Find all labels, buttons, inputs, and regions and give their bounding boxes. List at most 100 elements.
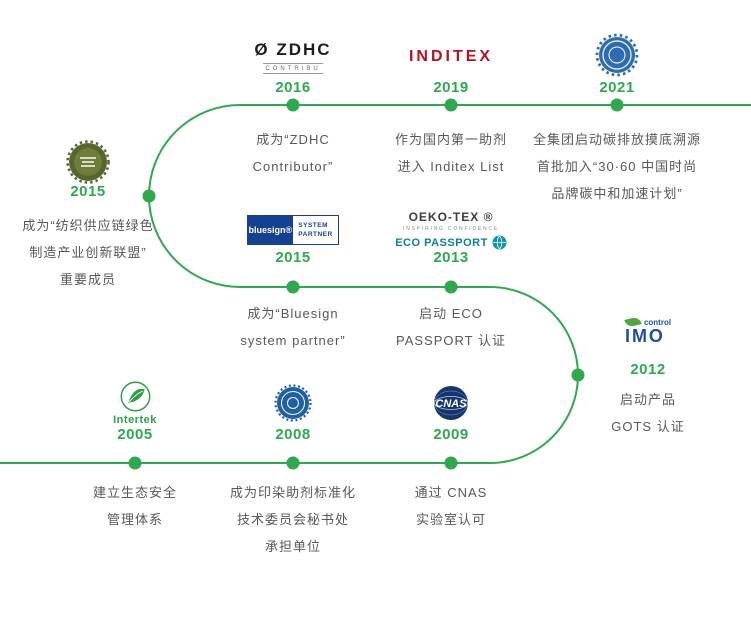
milestone-2015-left: 2015 成为“纺织供应链绿色 制造产业创新联盟” 重要成员 bbox=[0, 140, 176, 293]
milestone-year: 2008 bbox=[275, 426, 311, 443]
bluesign-partner-box: SYSTEM PARTNER bbox=[293, 215, 339, 245]
milestone-text: 启动 ECO PASSPORT 认证 bbox=[361, 300, 541, 354]
cnas-globe-icon: CNAS bbox=[434, 386, 468, 420]
bluesign-partner-label: PARTNER bbox=[298, 231, 333, 238]
timeline-node-2015-mid bbox=[286, 280, 300, 294]
milestone-text-line: 首批加入“30·60 中国时尚 bbox=[536, 159, 698, 174]
timeline-node-2012 bbox=[571, 368, 585, 382]
timeline-node-2015-left bbox=[142, 189, 156, 203]
milestone-text: 通过 CNAS 实验室认可 bbox=[351, 479, 551, 533]
milestone-2012: control IMO 2012 启动产品 GOTS 认证 bbox=[588, 312, 708, 440]
standards-committee-badge bbox=[193, 379, 393, 427]
intertek-leaf-icon bbox=[120, 381, 150, 412]
milestone-year: 2016 bbox=[275, 79, 311, 96]
milestone-2019: INDITEX 2019 作为国内第一助剂 进入 Inditex List bbox=[361, 34, 541, 180]
timeline-node-2016 bbox=[286, 98, 300, 112]
bluesign-system-label: SYSTEM bbox=[298, 222, 329, 229]
milestone-year: 2021 bbox=[599, 79, 635, 96]
spacer bbox=[502, 96, 732, 126]
intertek-logo: Intertek bbox=[35, 379, 235, 427]
milestone-text-line: 作为国内第一助剂 bbox=[394, 132, 507, 147]
milestone-year: 2012 bbox=[630, 361, 666, 378]
milestone-year: 2015 bbox=[275, 249, 311, 266]
carbon-program-badge bbox=[502, 30, 732, 80]
milestone-text-line: 制造产业创新联盟” bbox=[29, 245, 147, 260]
milestone-text: 全集团启动碳排放摸底溯源 首批加入“30·60 中国时尚 品牌碳中和加速计划” bbox=[502, 126, 732, 207]
milestone-text: 成为印染助剂标准化 技术委员会秘书处 承担单位 bbox=[193, 479, 393, 560]
milestone-text: 启动产品 GOTS 认证 bbox=[588, 386, 708, 440]
timeline-node-2005 bbox=[128, 456, 142, 470]
olive-seal-icon bbox=[66, 140, 110, 184]
milestone-text-line: 实验室认可 bbox=[415, 512, 486, 527]
milestone-text-line: 技术委员会秘书处 bbox=[236, 512, 349, 527]
milestone-year: 2005 bbox=[117, 426, 153, 443]
zdhc-wordmark: Ø ZDHC bbox=[254, 40, 332, 59]
zdhc-logo: Ø ZDHC CONTRIBU bbox=[193, 34, 393, 80]
timeline-node-2019 bbox=[444, 98, 458, 112]
milestone-text-line: 启动产品 bbox=[619, 392, 676, 407]
milestone-text-line: 管理体系 bbox=[106, 512, 163, 527]
cnas-logo: CNAS bbox=[351, 379, 551, 427]
milestone-text-line: 承担单位 bbox=[264, 539, 321, 554]
zdhc-contributor-label: CONTRIBU bbox=[263, 63, 323, 74]
milestone-2009: CNAS 2009 通过 CNAS 实验室认可 bbox=[351, 379, 551, 533]
milestone-year: 2013 bbox=[433, 249, 469, 266]
bluesign-wordmark: bluesign® bbox=[247, 215, 294, 245]
milestone-2008: 2008 成为印染助剂标准化 技术委员会秘书处 承担单位 bbox=[193, 379, 393, 560]
imo-control-logo: control IMO bbox=[588, 312, 708, 352]
inditex-wordmark: INDITEX bbox=[408, 48, 494, 65]
milestone-2015-mid: bluesign® SYSTEM PARTNER 2015 成为“Bluesig… bbox=[193, 210, 393, 354]
bluesign-logo: bluesign® SYSTEM PARTNER bbox=[193, 210, 393, 250]
milestone-text-line: 成为“ZDHC bbox=[256, 132, 330, 147]
milestone-2005: Intertek 2005 建立生态安全 管理体系 bbox=[35, 379, 235, 533]
milestone-text: 成为“纺织供应链绿色 制造产业创新联盟” 重要成员 bbox=[0, 212, 176, 293]
oekotex-logo: OEKO-TEX ® INSPIRING CONFIDENCE ECO PASS… bbox=[361, 210, 541, 250]
milestone-2021: 2021 全集团启动碳排放摸底溯源 首批加入“30·60 中国时尚 品牌碳中和加… bbox=[502, 30, 732, 207]
milestone-year: 2019 bbox=[433, 79, 469, 96]
timeline-path bbox=[0, 104, 751, 464]
milestone-text-line: 重要成员 bbox=[59, 272, 116, 287]
oekotex-wordmark: OEKO-TEX ® bbox=[408, 210, 494, 224]
milestone-text-line: 成为印染助剂标准化 bbox=[229, 485, 356, 500]
imo-wordmark: IMO bbox=[624, 325, 665, 346]
timeline-node-2021 bbox=[610, 98, 624, 112]
timeline-node-2008 bbox=[286, 456, 300, 470]
milestone-text-line: 进入 Inditex List bbox=[397, 159, 505, 174]
milestone-text-line: 启动 ECO bbox=[419, 306, 483, 321]
milestone-year: 2009 bbox=[433, 426, 469, 443]
imo-top-row: control bbox=[624, 316, 672, 328]
green-alliance-badge bbox=[0, 140, 176, 184]
milestone-text-line: 全集团启动碳排放摸底溯源 bbox=[532, 132, 701, 147]
milestone-text-line: PASSPORT 认证 bbox=[396, 333, 506, 348]
eco-passport-label: ECO PASSPORT bbox=[395, 236, 488, 249]
imo-control-label: control bbox=[643, 317, 672, 327]
milestone-text-line: 成为“Bluesign bbox=[247, 306, 339, 321]
milestone-text-line: system partner” bbox=[240, 333, 346, 348]
milestone-text: 建立生态安全 管理体系 bbox=[35, 479, 235, 533]
milestone-text: 成为“Bluesign system partner” bbox=[193, 300, 393, 354]
milestone-text: 作为国内第一助剂 进入 Inditex List bbox=[361, 126, 541, 180]
blue-seal-icon bbox=[595, 33, 639, 77]
bluesign-mark: bluesign® SYSTEM PARTNER bbox=[247, 215, 339, 245]
cnas-wordmark: CNAS bbox=[435, 398, 467, 410]
eco-passport-row: ECO PASSPORT bbox=[395, 235, 507, 250]
milestone-text-line: 通过 CNAS bbox=[414, 485, 488, 500]
milestone-text-line: GOTS 认证 bbox=[611, 419, 685, 434]
milestone-text-line: 建立生态安全 bbox=[92, 485, 177, 500]
spacer bbox=[361, 266, 541, 300]
milestone-text-line: Contributor” bbox=[252, 159, 334, 174]
intertek-wordmark: Intertek bbox=[113, 414, 157, 426]
timeline-node-2009 bbox=[444, 456, 458, 470]
timeline-node-2013 bbox=[444, 280, 458, 294]
imo-mark: control IMO bbox=[624, 316, 672, 347]
spacer bbox=[351, 443, 551, 479]
milestone-text-line: 成为“纺织供应链绿色 bbox=[22, 218, 154, 233]
blue-stamp-icon bbox=[274, 384, 312, 422]
milestone-2013: OEKO-TEX ® INSPIRING CONFIDENCE ECO PASS… bbox=[361, 210, 541, 354]
milestone-year: 2015 bbox=[70, 183, 106, 200]
milestone-2016: Ø ZDHC CONTRIBU 2016 成为“ZDHC Contributor… bbox=[193, 34, 393, 180]
oekotex-tagline: INSPIRING CONFIDENCE bbox=[402, 226, 499, 232]
milestone-text: 成为“ZDHC Contributor” bbox=[193, 126, 393, 180]
